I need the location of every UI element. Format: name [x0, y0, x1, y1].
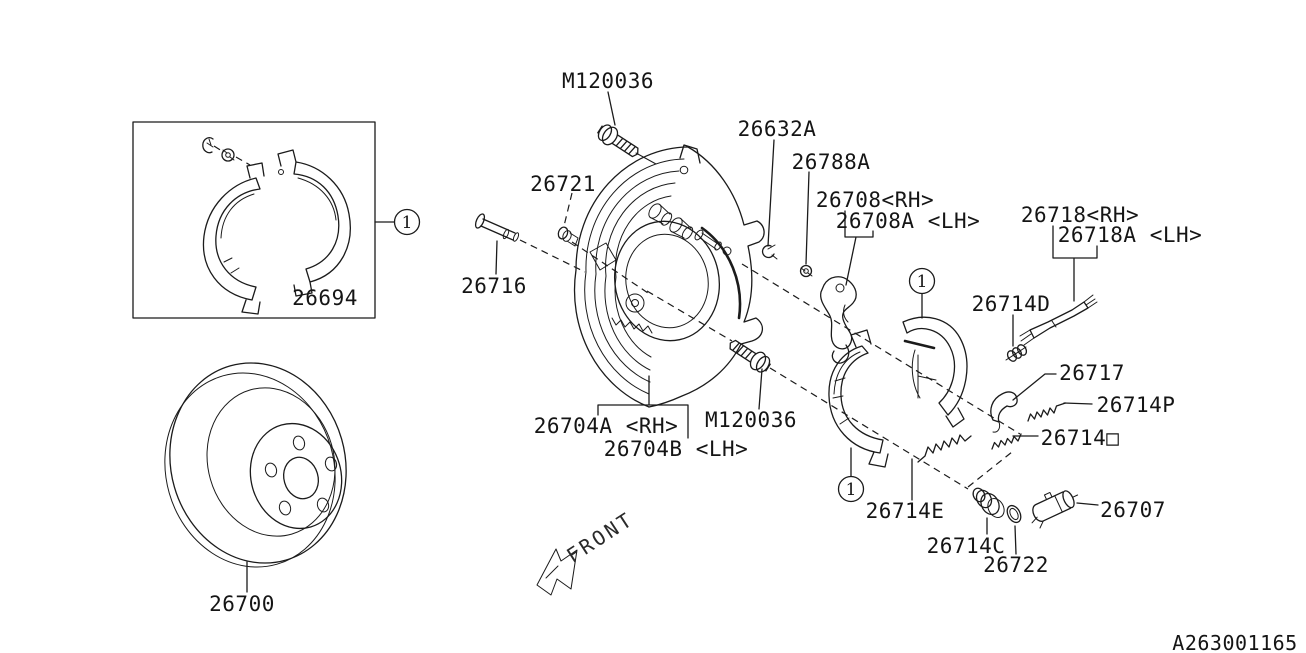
label-26721: 26721	[530, 172, 596, 196]
label-26704b-lh: 26704B <LH>	[604, 437, 749, 461]
label-26694: 26694	[292, 286, 358, 310]
bolt-m120036-bottom	[724, 334, 774, 410]
label-26707: 26707	[1100, 498, 1166, 522]
brake-shoe-left-drawing	[202, 162, 265, 315]
label-26714p: 26714P	[1097, 393, 1176, 417]
cone-26714c-drawing	[972, 487, 1005, 535]
label-26788a: 26788A	[792, 150, 871, 174]
label-m120036-top: M120036	[562, 69, 654, 93]
ring-26722-drawing	[1006, 504, 1022, 555]
label-26718a-lh: 26718A <LH>	[1058, 223, 1203, 247]
label-26708-rh: 26708<RH>	[816, 188, 934, 212]
lever-26708-drawing	[820, 210, 874, 364]
drawing-id: A263001165	[1172, 631, 1297, 653]
clip-26632a-drawing	[761, 139, 778, 260]
callout-1-box: 1	[374, 208, 421, 236]
label-26708a-lh: 26708A <LH>	[836, 209, 981, 233]
plate-mechanism-drawing	[589, 203, 742, 334]
callout-1-shoe-bottom: 1	[837, 447, 865, 503]
svg-text:1: 1	[846, 480, 857, 500]
svg-text:1: 1	[402, 213, 413, 233]
label-26700: 26700	[209, 592, 275, 616]
strut-26718-drawing	[1019, 225, 1098, 346]
callout-1-shoe-top: 1	[908, 267, 936, 319]
label-26722: 26722	[983, 553, 1049, 577]
label-m120036-bottom: M120036	[705, 408, 797, 432]
clip-drawing	[202, 137, 214, 154]
brake-shoe-right-drawing	[277, 149, 351, 297]
label-26704a-rh: 26704A <RH>	[534, 414, 679, 438]
label-26716: 26716	[461, 274, 527, 298]
label-26714d: 26714D	[972, 292, 1051, 316]
cylinder-26707-drawing	[1031, 490, 1099, 529]
svg-text:1: 1	[917, 272, 928, 292]
lever-26717-drawing	[990, 373, 1057, 433]
pin-26716-drawing	[474, 213, 520, 275]
inset-box-26694: 26694	[132, 121, 376, 319]
label-26714c: 26714C	[927, 534, 1006, 558]
label-26717: 26717	[1059, 361, 1125, 385]
bushing-26714d-drawing	[1005, 314, 1028, 362]
brake-rotor-drawing: 26700	[164, 362, 347, 616]
label-26714-box: 26714□	[1041, 426, 1120, 450]
washer-26788a-drawing	[799, 171, 813, 278]
shoe-pair-drawing	[828, 316, 972, 501]
spring-26714p-drawing	[1027, 402, 1093, 422]
label-26714e: 26714E	[866, 499, 945, 523]
bolt-m120036-top	[594, 91, 657, 165]
backing-plate-drawing	[573, 144, 765, 408]
label-26632a: 26632A	[738, 117, 817, 141]
front-label: FRONT	[562, 507, 638, 568]
washer-drawing	[221, 148, 235, 162]
spring-26714-box-drawing	[991, 433, 1039, 450]
bolt-26721-drawing	[557, 226, 579, 247]
label-26718-rh: 26718<RH>	[1021, 203, 1139, 227]
front-arrow: FRONT	[536, 507, 638, 596]
bracket-26704	[597, 375, 689, 439]
construction-lines	[519, 192, 1021, 490]
